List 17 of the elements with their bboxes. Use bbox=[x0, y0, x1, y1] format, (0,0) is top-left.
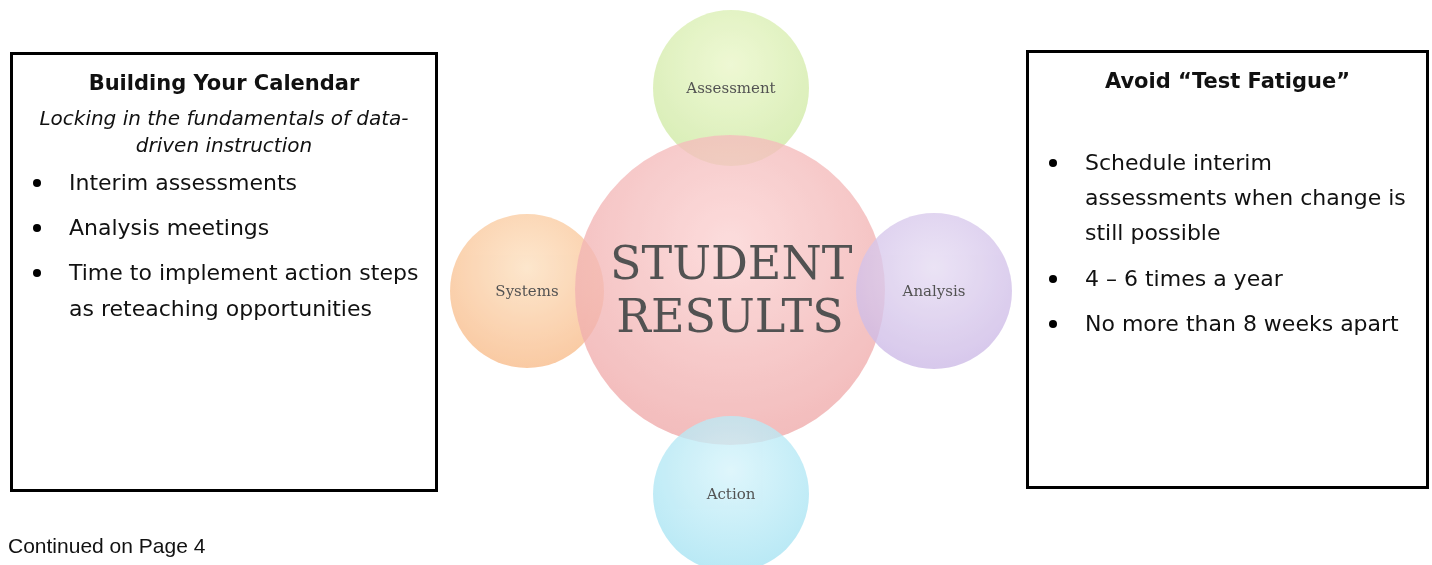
panel-heading: Avoid “Test Fatigue” bbox=[1103, 69, 1352, 93]
panel-subtitle: Locking in the fundamentals of data-driven instruction bbox=[38, 105, 410, 159]
circle-label: Systems bbox=[495, 282, 559, 300]
circle-label: Analysis bbox=[902, 282, 966, 300]
bullet-text: 4 – 6 times a year bbox=[1085, 265, 1283, 291]
bullet-text: Analysis meetings bbox=[69, 215, 270, 241]
bullet-text: Schedule interim assessments when change is still possible bbox=[1085, 150, 1406, 246]
bullet-text: Interim assessments bbox=[69, 170, 298, 195]
circle-label: Assessment bbox=[686, 79, 776, 97]
info-panel bbox=[1026, 50, 1429, 489]
panel-heading: Building Your Calendar bbox=[87, 71, 361, 95]
circle-label: Action bbox=[706, 485, 756, 503]
info-panel bbox=[10, 52, 438, 492]
bullet-text: Time to implement action steps as reteaching opportunities bbox=[69, 260, 419, 321]
bullet-text: No more than 8 weeks apart bbox=[1085, 310, 1399, 336]
circle-label: STUDENT RESULTS bbox=[610, 237, 850, 343]
page-note: Continued on Page 4 bbox=[8, 534, 206, 558]
